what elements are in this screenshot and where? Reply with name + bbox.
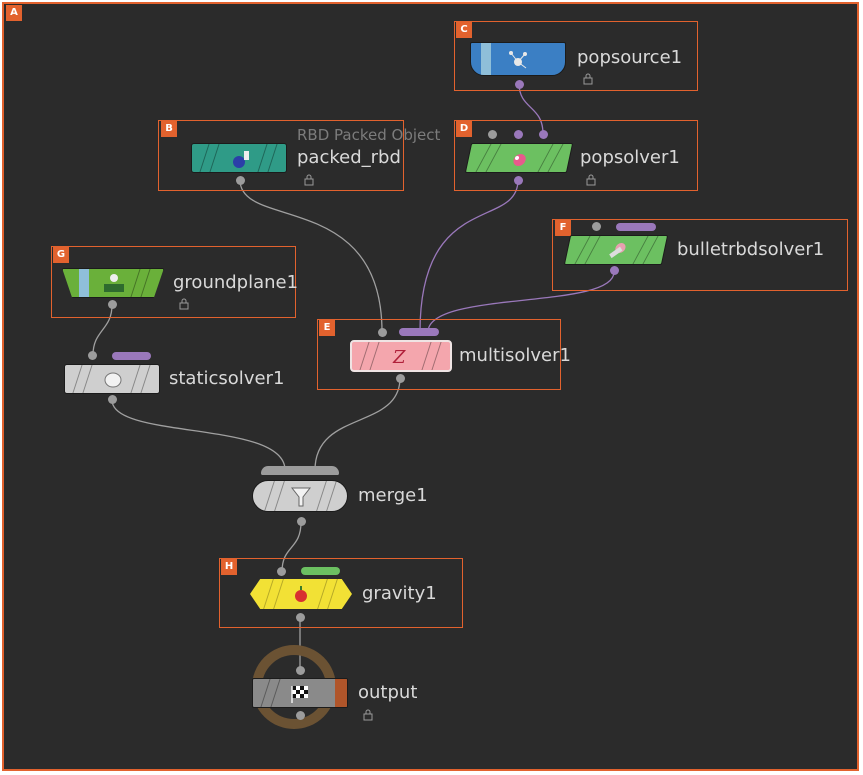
staticsolver-input-bar[interactable]: [112, 352, 151, 360]
groundplane-badge: G: [53, 247, 69, 263]
bulletrbdsolver-input-connector[interactable]: [592, 222, 601, 231]
multisolver-input-connector[interactable]: [378, 328, 387, 337]
multisolver-badge: E: [319, 320, 335, 336]
multisolver-label: multisolver1: [459, 345, 571, 366]
bulletrbdsolver-node[interactable]: [563, 235, 669, 265]
popsolver-input-connector[interactable]: [488, 130, 497, 139]
popsolver-label: popsolver1: [580, 147, 680, 168]
bulletrbdsolver-frame: [552, 219, 848, 291]
packed-rbd-label: packed_rbd: [297, 147, 401, 168]
multisolver-input-bar[interactable]: [399, 328, 439, 336]
popsource-icon: [509, 51, 527, 69]
staticsolver-label: staticsolver1: [169, 368, 285, 389]
output-node[interactable]: [252, 678, 348, 708]
output-label: output: [358, 682, 418, 703]
packed-rbd-badge: B: [161, 121, 177, 137]
gravity-node[interactable]: [250, 579, 352, 609]
packed-rbd-output-connector[interactable]: [236, 176, 245, 185]
popsolver-badge: D: [456, 121, 472, 137]
output-output-connector[interactable]: [296, 711, 305, 720]
staticsolver-output-connector[interactable]: [108, 395, 117, 404]
static-icon: [104, 372, 122, 388]
funnel-icon: [290, 487, 312, 507]
bulletrbdsolver-output-connector[interactable]: [610, 266, 619, 275]
multisolver-frame: [317, 319, 561, 390]
merge-label: merge1: [358, 485, 428, 506]
multisolver-icon: Z: [392, 347, 406, 367]
gravity-icon: [295, 586, 307, 602]
groundplane-frame: [51, 246, 296, 318]
popsource-badge: C: [456, 22, 472, 38]
multisolver-node[interactable]: Z: [350, 340, 452, 372]
gravity-frame: [219, 558, 463, 628]
checkered-flag-icon: [291, 686, 308, 703]
lock-icon[interactable]: [585, 174, 597, 186]
groundplane-label: groundplane1: [173, 272, 299, 293]
staticsolver-node[interactable]: [64, 364, 160, 394]
popsolver-output-connector[interactable]: [514, 176, 523, 185]
gravity-input-bar[interactable]: [301, 567, 340, 575]
popsolver-icon: [513, 154, 526, 166]
popsource-node[interactable]: [470, 42, 566, 76]
packed-rbd-node[interactable]: [191, 143, 287, 173]
svg-text:Z: Z: [392, 347, 406, 367]
merge-node[interactable]: [252, 480, 348, 512]
gravity-badge: H: [221, 559, 237, 575]
merge-output-connector[interactable]: [297, 517, 306, 526]
bulletrbdsolver-label: bulletrbdsolver1: [677, 239, 825, 260]
lock-icon[interactable]: [362, 709, 374, 721]
rbd-icon: [233, 151, 249, 168]
bulletrbdsolver-badge: F: [555, 220, 571, 236]
packed-rbd-comment: RBD Packed Object: [297, 126, 441, 144]
lock-icon[interactable]: [178, 298, 190, 310]
popsolver-input-connector[interactable]: [539, 130, 548, 139]
gravity-output-connector[interactable]: [296, 613, 305, 622]
output-input-connector[interactable]: [296, 666, 305, 675]
groundplane-node[interactable]: [62, 268, 164, 298]
packed-rbd-frame: [158, 120, 404, 191]
panel-badge: A: [6, 5, 22, 21]
popsource-frame: [454, 21, 698, 91]
groundplane-output-connector[interactable]: [108, 300, 117, 309]
popsolver-node[interactable]: [464, 143, 574, 173]
popsource-output-connector[interactable]: [515, 80, 524, 89]
popsolver-input-connector[interactable]: [514, 130, 523, 139]
multisolver-output-connector[interactable]: [396, 374, 405, 383]
lock-icon[interactable]: [303, 174, 315, 186]
groundplane-icon: [104, 274, 124, 292]
bulletrbdsolver-input-bar[interactable]: [616, 223, 656, 231]
staticsolver-input-connector[interactable]: [88, 351, 97, 360]
merge-input-bar[interactable]: [261, 466, 339, 475]
bullet-icon: [609, 243, 626, 259]
gravity-input-connector[interactable]: [277, 567, 286, 576]
lock-icon[interactable]: [582, 73, 594, 85]
popsolver-frame: [454, 120, 698, 191]
gravity-label: gravity1: [362, 583, 437, 604]
popsource-label: popsource1: [577, 47, 683, 68]
